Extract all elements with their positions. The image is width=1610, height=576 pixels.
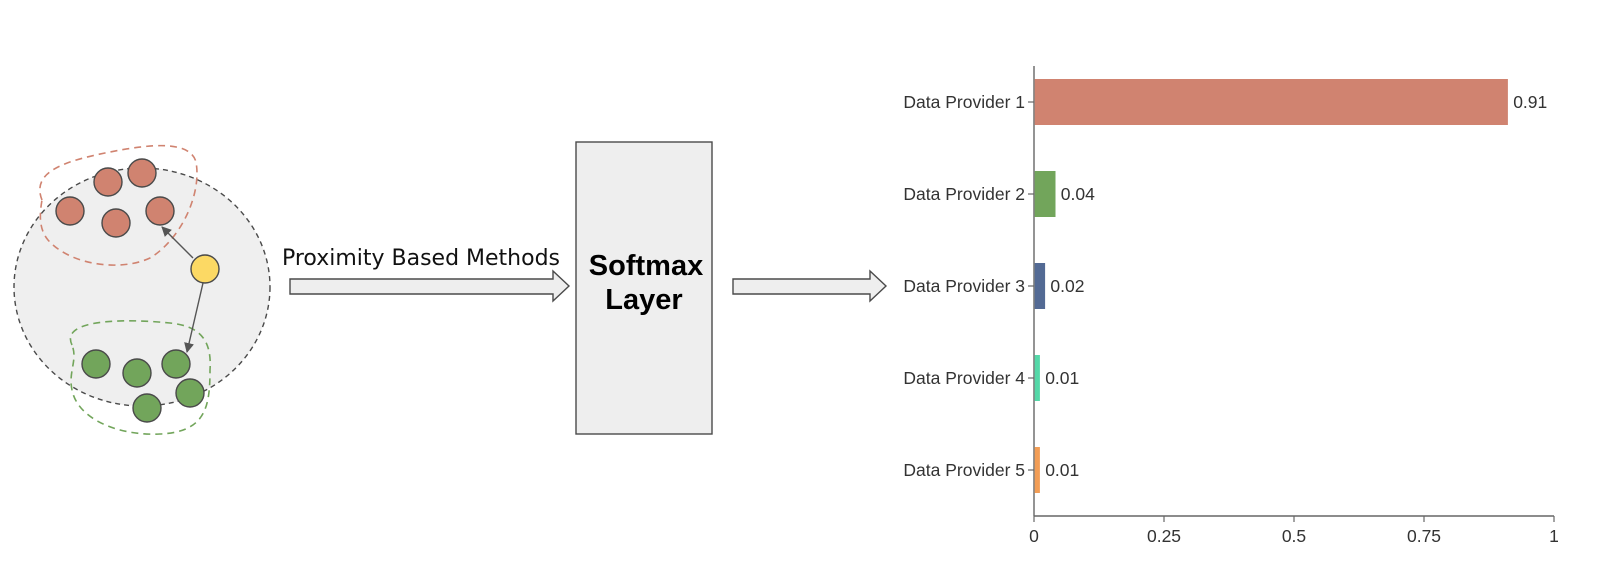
flow-arrow-1 [289, 269, 571, 303]
softmax-layer: Softmax Layer [575, 141, 713, 435]
green-point [161, 349, 191, 379]
category-label: Data Provider 3 [903, 276, 1025, 296]
x-tick-label: 0 [1029, 526, 1039, 546]
softmax-label-line2: Layer [605, 284, 682, 316]
softmax-layer-box [575, 141, 713, 435]
green-point [175, 378, 205, 408]
red-point [55, 196, 85, 226]
flow-arrow-2 [732, 269, 888, 303]
x-tick-label: 0.75 [1407, 526, 1441, 546]
value-label: 0.91 [1513, 92, 1547, 112]
red-point [101, 208, 131, 238]
value-label: 0.01 [1045, 460, 1079, 480]
query-point [190, 254, 220, 284]
red-point [93, 167, 123, 197]
category-label: Data Provider 4 [903, 368, 1025, 388]
method-label: Proximity Based Methods [282, 246, 560, 271]
bar [1034, 79, 1508, 125]
green-cluster-points [81, 349, 205, 423]
bar [1034, 447, 1040, 493]
green-point [132, 393, 162, 423]
value-label: 0.01 [1045, 368, 1079, 388]
category-label: Data Provider 5 [903, 460, 1025, 480]
bar [1034, 171, 1056, 217]
cluster-illustration [13, 144, 271, 435]
link-to-red-cluster [161, 226, 194, 259]
value-label: 0.02 [1050, 276, 1084, 296]
green-point [81, 349, 111, 379]
bar [1034, 355, 1040, 401]
x-tick-label: 0.25 [1147, 526, 1181, 546]
green-point [122, 358, 152, 388]
red-cluster-points [55, 158, 175, 238]
red-point [127, 158, 157, 188]
red-point [145, 196, 175, 226]
x-tick-label: 0.5 [1282, 526, 1306, 546]
red-cluster-outline [39, 144, 198, 266]
softmax-label-line1: Softmax [589, 250, 703, 282]
value-label: 0.04 [1061, 184, 1095, 204]
category-label: Data Provider 2 [903, 184, 1025, 204]
green-cluster-outline [69, 320, 211, 435]
category-label: Data Provider 1 [903, 92, 1025, 112]
x-tick-label: 1 [1549, 526, 1559, 546]
link-to-green-cluster [184, 282, 204, 353]
bar [1034, 263, 1046, 309]
